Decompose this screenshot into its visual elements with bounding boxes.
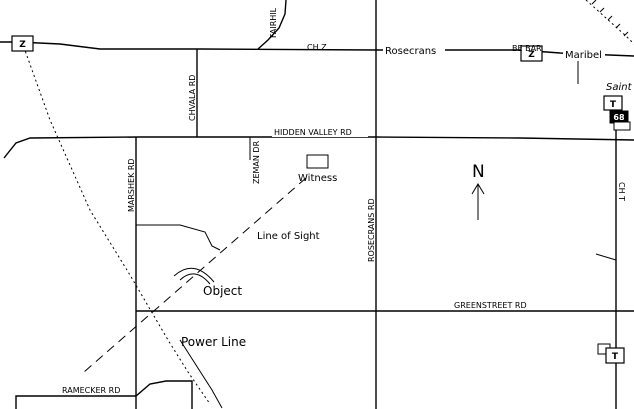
witness-location[interactable] <box>306 154 329 169</box>
label-ch-t: CH T <box>617 182 626 201</box>
shield-z-west-label: Z <box>19 40 26 50</box>
shield-t-north-label: T <box>610 100 617 110</box>
label-ramecker: RAMECKER RD <box>62 386 120 395</box>
object-marker-arc-inner <box>179 273 211 285</box>
shield-z-east-label: Z <box>528 50 535 60</box>
shield-z-east: Z <box>520 45 543 62</box>
object-marker-arc-outer <box>173 267 215 283</box>
shield-z-west: Z <box>11 35 34 52</box>
label-greenstreet: GREENSTREET RD <box>454 301 527 310</box>
label-line-of-sight: Line of Sight <box>257 231 320 242</box>
railroad <box>585 0 634 45</box>
label-saint: Saint <box>606 82 633 93</box>
label-chvala: CHVALA RD <box>188 75 197 121</box>
label-ch-z: CH Z <box>307 43 327 52</box>
label-be-bar: BE BAR <box>512 44 542 53</box>
label-hidden-valley: HIDDEN VALLEY RD <box>274 128 352 137</box>
north-arrow <box>471 183 485 220</box>
stream-lower <box>179 339 223 409</box>
label-fairhill: FAIRHIL <box>269 7 278 38</box>
label-marshek: MARSHEK RD <box>127 158 136 212</box>
label-rosecrans-top: Rosecrans <box>385 46 436 57</box>
label-power-line: Power Line <box>181 335 246 349</box>
railroad-ties <box>591 0 629 37</box>
shield-hwy-68-label: 68 <box>613 113 625 122</box>
road-stub-east <box>595 253 617 261</box>
power-line <box>21 41 211 405</box>
shield-t-south: T <box>597 343 625 364</box>
label-object: Object <box>203 284 242 298</box>
road-hidden-valley <box>3 136 634 159</box>
line-of-sight <box>83 177 307 373</box>
label-rosecrans-rd: ROSECRANS RD <box>367 198 376 262</box>
shield-t-south-label: T <box>612 352 619 362</box>
label-zeman: ZEMAN DR <box>252 140 261 184</box>
label-witness: Witness <box>298 173 337 184</box>
road-fairhill <box>257 0 287 50</box>
road-ramecker <box>15 380 193 409</box>
label-north: N <box>472 162 485 182</box>
stream <box>136 224 221 251</box>
label-maribel: Maribel <box>565 50 602 61</box>
shield-hwy-68: 68 <box>609 110 631 131</box>
shield-t-north: T <box>603 95 623 111</box>
